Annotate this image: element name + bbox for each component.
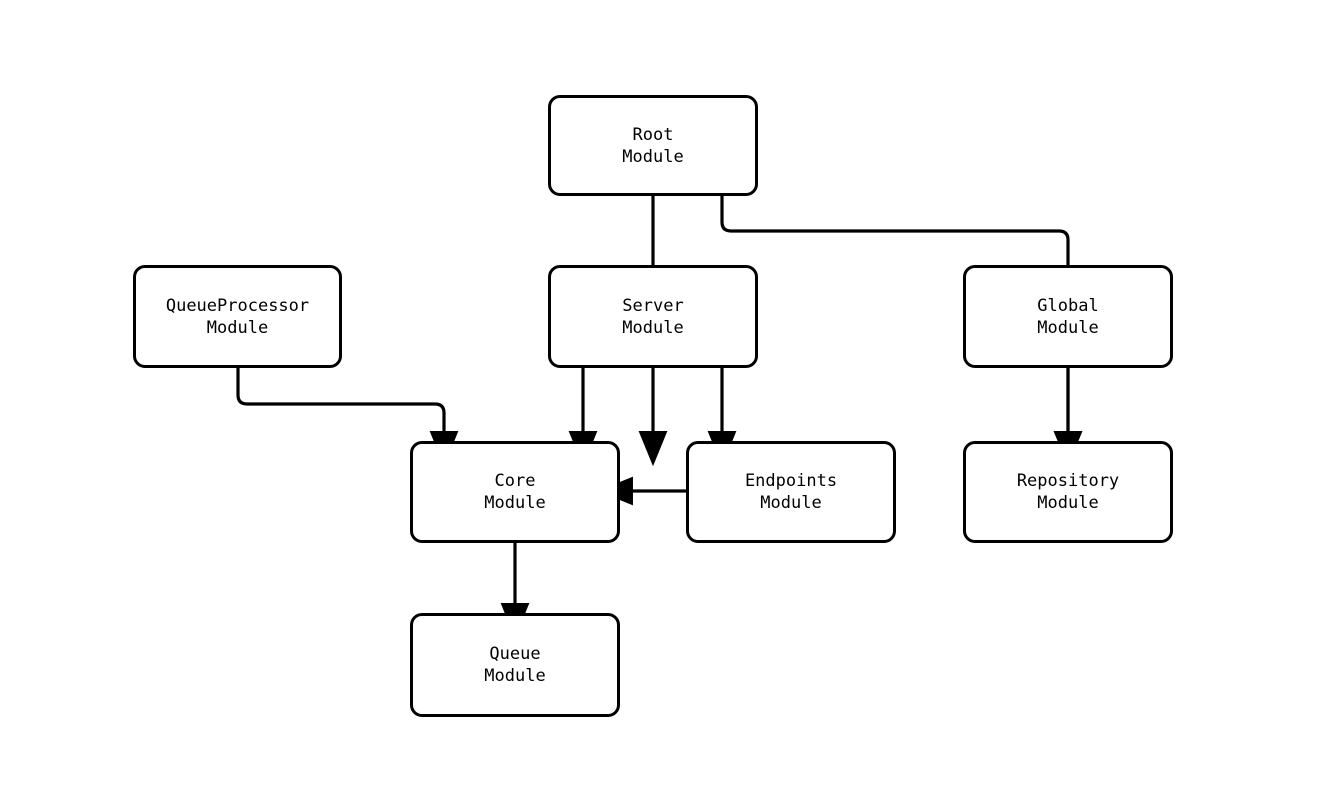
node-queueprocessor-module-label: QueueProcessor Module	[165, 295, 310, 338]
edge-queueprocessor-core	[236, 368, 459, 467]
node-global-module[interactable]: Global Module	[963, 265, 1173, 368]
node-endpoints-module[interactable]: Endpoints Module	[686, 441, 896, 543]
node-repository-module-label: Repository Module	[1016, 471, 1120, 513]
node-queue-module[interactable]: Queue Module	[410, 613, 620, 717]
node-root-module-label: Root Module	[622, 124, 684, 167]
node-root-module[interactable]: Root Module	[548, 95, 758, 196]
node-server-module[interactable]: Server Module	[548, 265, 758, 368]
node-repository-module[interactable]: Repository Module	[963, 441, 1173, 543]
node-global-module-label: Global Module	[1037, 295, 1099, 338]
node-queue-module-label: Queue Module	[484, 644, 546, 686]
node-endpoints-module-label: Endpoints Module	[744, 471, 838, 513]
node-core-module-label: Core Module	[484, 471, 546, 513]
node-core-module[interactable]: Core Module	[410, 441, 620, 543]
node-server-module-label: Server Module	[622, 295, 684, 338]
node-queueprocessor-module[interactable]: QueueProcessor Module	[133, 265, 342, 368]
